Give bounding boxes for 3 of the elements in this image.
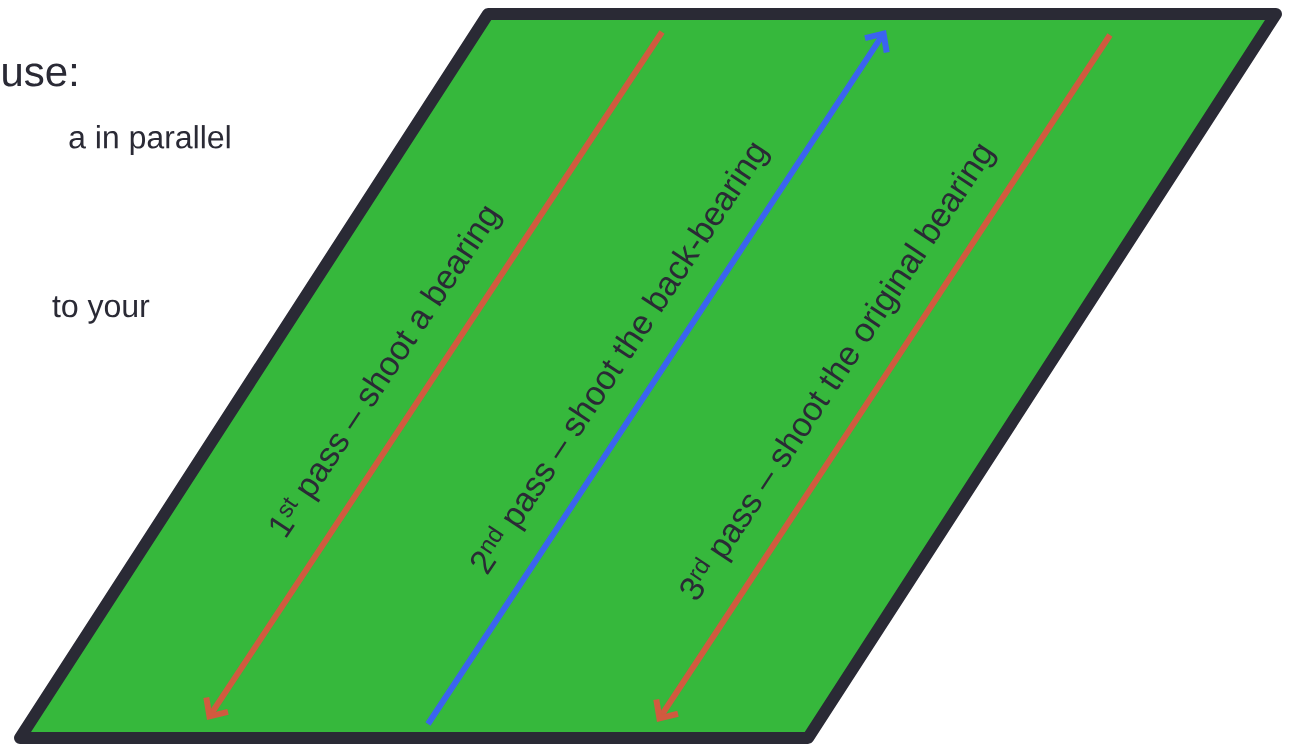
text-fragment: to your (52, 296, 150, 324)
text-fragment: use: (3, 63, 76, 87)
text-fragment: a in parallel (69, 125, 230, 155)
